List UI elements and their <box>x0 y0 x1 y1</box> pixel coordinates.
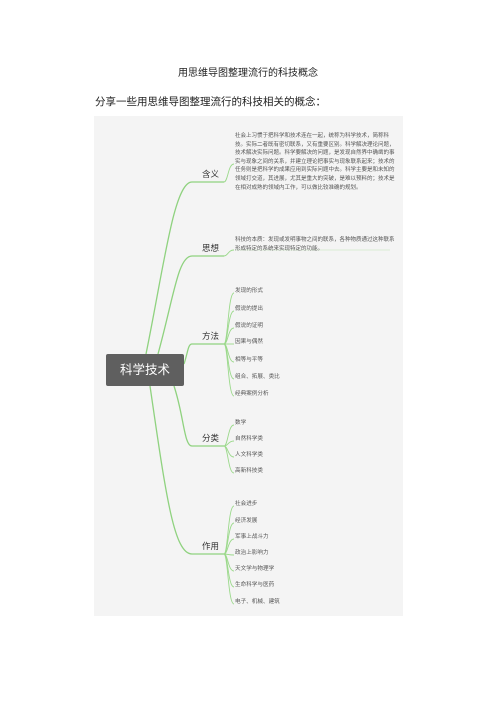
mind-map-connectors <box>145 163 390 605</box>
branch-zuoyong-label: 作用 <box>202 542 220 552</box>
branch-hanyi-label: 含义 <box>202 170 220 180</box>
fangfa-item: 发现的形式 <box>235 288 263 294</box>
fenlei-item: 自然科学类 <box>235 436 263 442</box>
branch-sixiang-label: 思想 <box>202 244 220 254</box>
connector-root-fenlei <box>173 385 193 447</box>
sixiang-description: 科技的本质：发现或发明事物之间的联系，各种物质通过这种联系形成特定的系统来实现特… <box>235 237 395 252</box>
zuoyong-item: 天文学与物理学 <box>235 566 275 572</box>
fangfa-item: 因果与偶然 <box>235 339 263 345</box>
fenlei-item: 人文科学类 <box>235 452 263 458</box>
root-node: 科学技术 <box>106 354 184 386</box>
hanyi-description: 社会上习惯于把科学和技术连在一起，统称为科学技术，简称科技。实际二者既有密切联系… <box>235 133 395 191</box>
fangfa-item: 组合、拓展、类比 <box>235 374 280 380</box>
branch-fangfa-label: 方法 <box>202 332 220 342</box>
fangfa-item: 假说的证明 <box>235 323 263 329</box>
zuoyong-item: 生命科学与医药 <box>235 582 275 588</box>
zuoyong-item: 电子、机械、建筑 <box>235 599 280 605</box>
zuoyong-item: 社会进步 <box>235 501 258 507</box>
connector-root-sixiang <box>157 255 193 355</box>
mind-map: 科学技术 含义 社会上习惯于把科学和技术连在一起，统称为科学技术，简称科技。实际… <box>94 116 403 616</box>
connector-root-hanyi <box>145 181 193 355</box>
fangfa-item: 经典案例分析 <box>235 391 269 397</box>
zuoyong-item: 军事上战斗力 <box>235 534 269 540</box>
connector-root-fangfa <box>183 343 193 365</box>
zuoyong-item: 经济发展 <box>235 518 258 524</box>
fangfa-item: 相等与平等 <box>235 357 263 363</box>
fenlei-item: 高新科技类 <box>235 468 263 474</box>
document-subtitle: 分享一些用思维导图整理流行的科技相关的概念： <box>95 96 326 108</box>
branch-fenlei-label: 分类 <box>202 434 220 444</box>
connector-root-zuoyong <box>149 385 193 555</box>
zuoyong-item: 政治上影响力 <box>235 550 269 556</box>
document-title: 用思维导图整理流行的科技概念 <box>178 68 318 79</box>
fenlei-item: 数学 <box>235 420 247 426</box>
fangfa-item: 假说的提出 <box>235 306 263 312</box>
